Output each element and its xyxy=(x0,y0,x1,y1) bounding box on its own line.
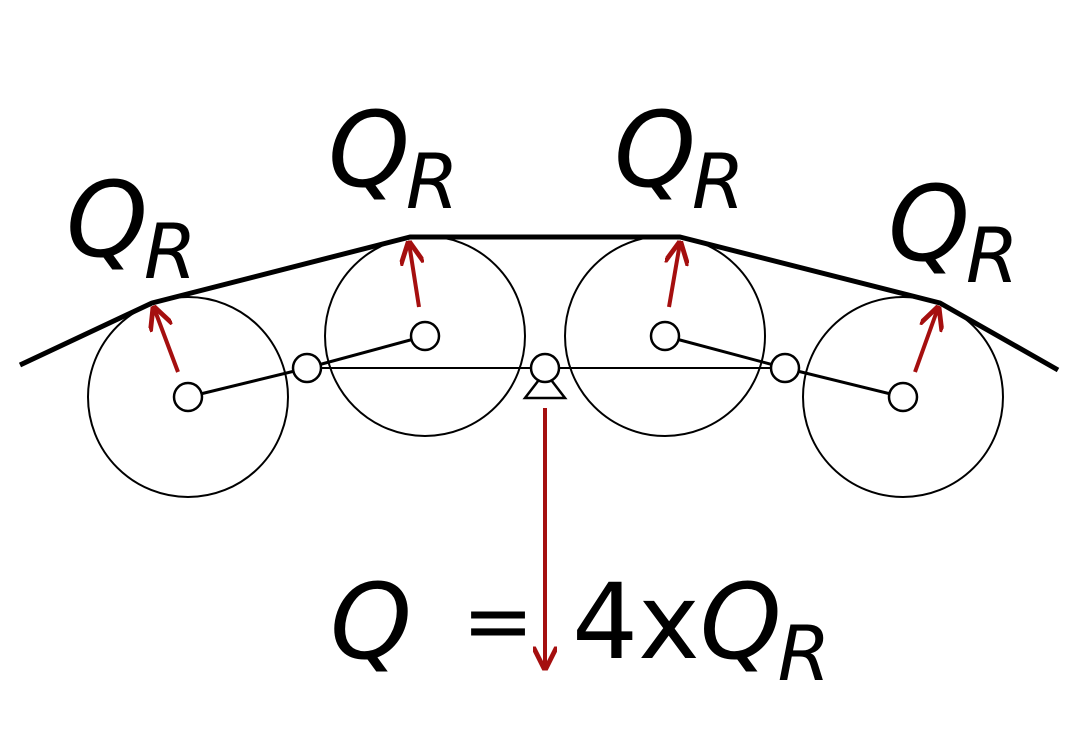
total-load-equation: Q xyxy=(330,570,412,674)
reaction-arrow-3 xyxy=(669,243,680,308)
joint-wheel-3 xyxy=(649,320,681,352)
reaction-arrow-2 xyxy=(409,243,419,308)
reaction-arrow-1 xyxy=(154,308,180,373)
reaction-label-2: QR xyxy=(328,98,463,220)
arm-left-outer xyxy=(187,366,308,399)
joint-center-pivot xyxy=(529,352,561,384)
reaction-label-3: QR xyxy=(614,98,749,220)
total-rhs-subscript: R xyxy=(777,609,831,698)
total-symbol: Q xyxy=(330,561,412,683)
reaction-symbol: Q xyxy=(66,159,148,281)
support-triangle-icon xyxy=(522,369,568,400)
equals-sign: = xyxy=(462,571,535,671)
total-rhs: 4xQR xyxy=(572,570,834,692)
joint-wheel-1 xyxy=(172,381,204,413)
wheel-2 xyxy=(324,235,526,437)
reaction-subscript: R xyxy=(405,137,459,226)
reaction-symbol: Q xyxy=(614,89,696,211)
joint-right-bogie xyxy=(769,352,801,384)
arm-left-inner xyxy=(306,334,426,370)
reaction-symbol: Q xyxy=(888,163,970,285)
reaction-subscript: R xyxy=(965,211,1019,300)
reaction-arrow-4 xyxy=(913,308,938,373)
reaction-symbol: Q xyxy=(328,89,410,211)
wheel-1 xyxy=(87,296,289,498)
joint-left-bogie xyxy=(291,352,323,384)
arm-right-inner xyxy=(664,334,786,370)
joint-wheel-4 xyxy=(887,381,919,413)
arm-right-outer xyxy=(784,366,904,399)
wheel-4 xyxy=(802,296,1004,498)
wheel-3 xyxy=(564,235,766,437)
total-rhs-symbol: Q xyxy=(699,561,782,683)
reaction-label-4: QR xyxy=(888,172,1023,294)
multiplier: 4x xyxy=(572,561,700,683)
reaction-subscript: R xyxy=(691,137,745,226)
reaction-subscript: R xyxy=(143,207,197,296)
reaction-label-1: QR xyxy=(66,168,201,290)
joint-wheel-2 xyxy=(409,320,441,352)
